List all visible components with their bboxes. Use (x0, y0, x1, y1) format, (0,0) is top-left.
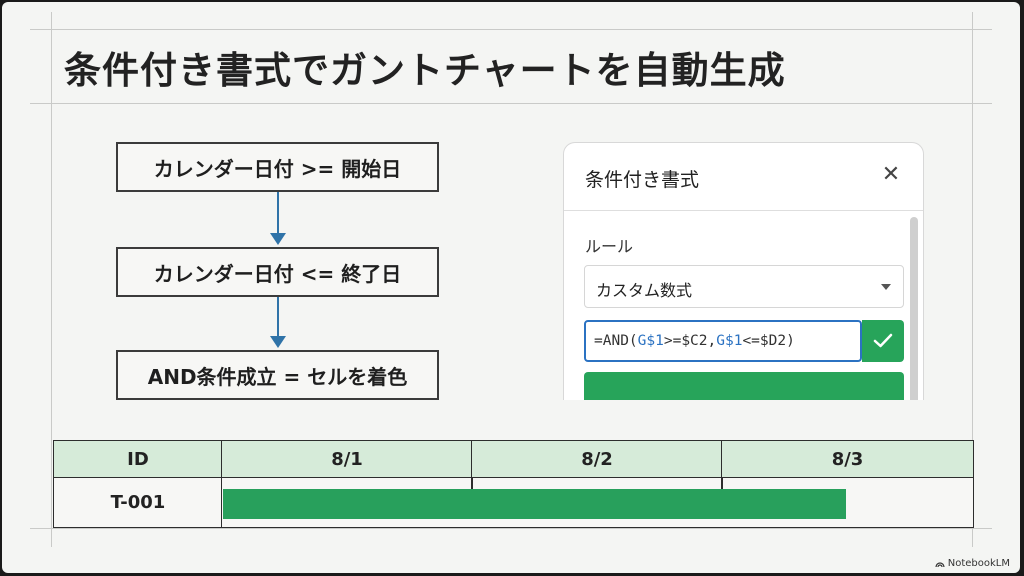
flow-step-result: AND条件成立 = セルを着色 (116, 350, 439, 400)
flow-arrow (269, 297, 287, 350)
flow-step-end-condition: カレンダー日付 <= 終了日 (116, 247, 439, 297)
dialog-divider (564, 210, 923, 211)
guide-line (30, 103, 992, 104)
flow-arrow (269, 192, 287, 247)
guide-line (30, 528, 992, 529)
formula-part: >=$C2, (663, 333, 717, 349)
guide-line (51, 12, 52, 547)
dialog-scrollbar[interactable] (910, 217, 918, 400)
rule-type-select[interactable]: カスタム数式 (584, 265, 904, 308)
header-date: 8/1 (221, 440, 473, 478)
rule-label: ルール (585, 237, 634, 256)
check-icon (873, 333, 893, 348)
formula-part: <=$D2) (742, 333, 795, 349)
formula-reference: G$1 (637, 333, 664, 349)
flow-step-start-condition: カレンダー日付 >= 開始日 (116, 142, 439, 192)
confirm-formula-button[interactable] (862, 320, 904, 362)
slide-title: 条件付き書式でガントチャートを自動生成 (64, 49, 786, 92)
notebooklm-logo: NotebookLM (935, 558, 1010, 569)
gantt-table: ID 8/1 8/2 8/3 T-001 (53, 440, 974, 530)
format-style-preview[interactable] (584, 372, 904, 400)
dialog-title: 条件付き書式 (585, 169, 700, 191)
formula-reference: G$1 (716, 333, 743, 349)
conditional-format-dialog: 条件付き書式 ✕ ルール カスタム数式 =AND(G$1>=$C2,G$1<=$… (563, 142, 924, 400)
notebooklm-icon (935, 561, 945, 567)
header-date: 8/2 (471, 440, 723, 478)
rule-type-value: カスタム数式 (596, 281, 693, 300)
brand-text: NotebookLM (947, 558, 1010, 569)
chevron-down-icon (881, 284, 891, 290)
header-id: ID (53, 440, 223, 478)
formula-part: =AND( (594, 333, 638, 349)
header-date: 8/3 (721, 440, 974, 478)
guide-line (30, 29, 992, 30)
guide-line (972, 12, 973, 547)
task-id-cell: T-001 (53, 477, 223, 528)
close-icon[interactable]: ✕ (881, 162, 901, 187)
gantt-bar (223, 489, 847, 519)
formula-input[interactable]: =AND(G$1>=$C2,G$1<=$D2) (584, 320, 862, 362)
